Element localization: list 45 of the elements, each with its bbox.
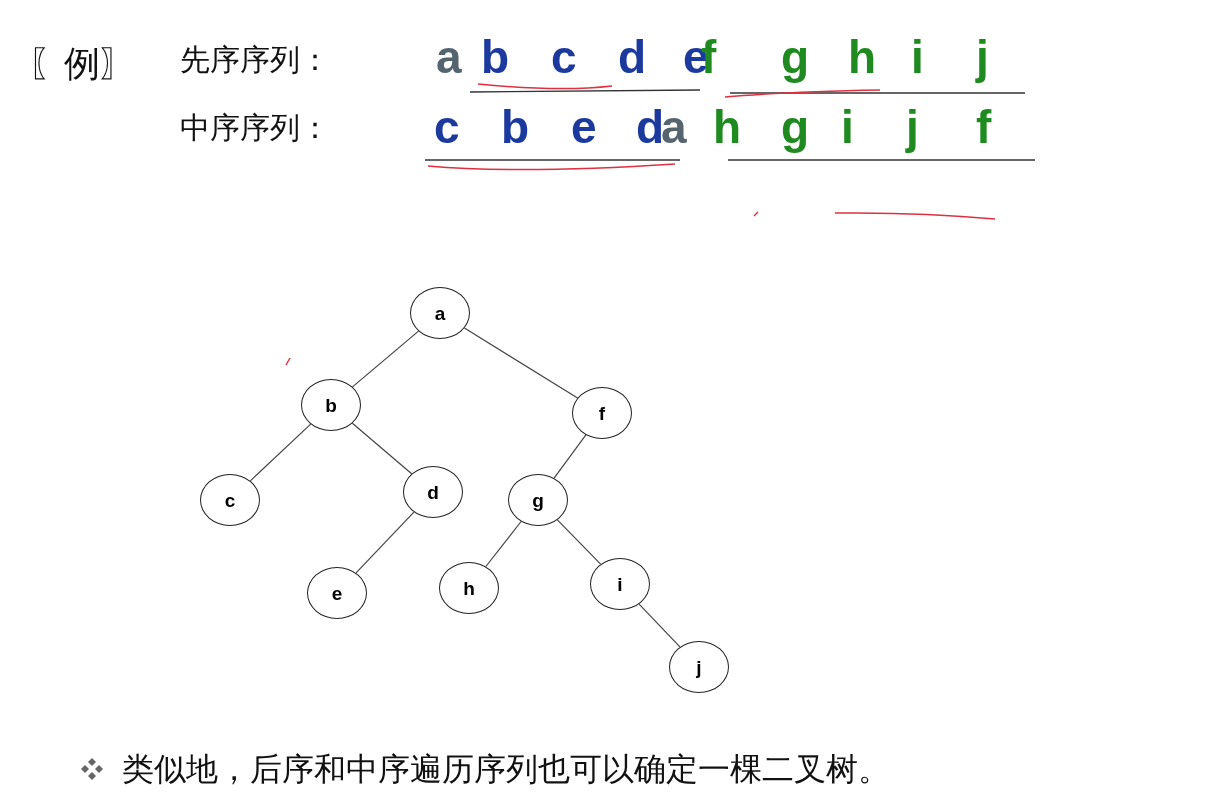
sequence-letter: e xyxy=(571,104,597,150)
tree-edge xyxy=(351,330,420,388)
node-label: h xyxy=(463,578,475,598)
sequence-label: 中序序列： xyxy=(180,109,330,147)
tree-edge xyxy=(355,511,415,574)
tree-node xyxy=(508,474,568,526)
tree-node xyxy=(307,567,367,619)
sequence-letter: i xyxy=(911,34,924,80)
tree-edge xyxy=(553,434,587,479)
node-label: d xyxy=(427,482,439,502)
tree-edge xyxy=(556,519,602,565)
sequence-letter: f xyxy=(976,104,992,150)
tree-node xyxy=(669,641,729,693)
sequence-letter: h xyxy=(848,34,877,80)
node-label: b xyxy=(325,395,337,415)
node-label: j xyxy=(696,657,702,677)
sequence-letter: b xyxy=(481,34,510,80)
tree-node xyxy=(403,466,463,518)
note-sentence: 类似地，后序和中序遍历序列也可以确定一棵二叉树。 xyxy=(122,749,890,790)
node-label: i xyxy=(617,574,623,594)
node-label: a xyxy=(434,303,446,323)
tree-node xyxy=(572,387,632,439)
example-marker: 〖例〗 xyxy=(28,42,136,86)
node-label: c xyxy=(224,490,236,510)
tree-node xyxy=(200,474,260,526)
tree-edge xyxy=(485,520,522,568)
sequence-letter: d xyxy=(618,34,647,80)
tree-node xyxy=(590,558,650,610)
tree-node xyxy=(439,562,499,614)
sequence-letter: b xyxy=(501,104,530,150)
sequence-letter: c xyxy=(551,34,577,80)
node-label: g xyxy=(532,490,544,510)
tree-edge xyxy=(351,422,413,475)
node-label: e xyxy=(331,583,343,603)
tree-node xyxy=(410,287,470,339)
sequence-letter: h xyxy=(713,104,742,150)
sequence-label: 先序序列： xyxy=(180,41,330,79)
sequence-letter: a xyxy=(436,34,462,80)
node-label: f xyxy=(598,403,606,423)
tree-edge xyxy=(249,423,312,482)
sequence-letter: i xyxy=(841,104,854,150)
tree-edge xyxy=(463,327,579,399)
sequence-letter: c xyxy=(434,104,460,150)
tree-edge xyxy=(638,603,681,648)
tree-node xyxy=(301,379,361,431)
